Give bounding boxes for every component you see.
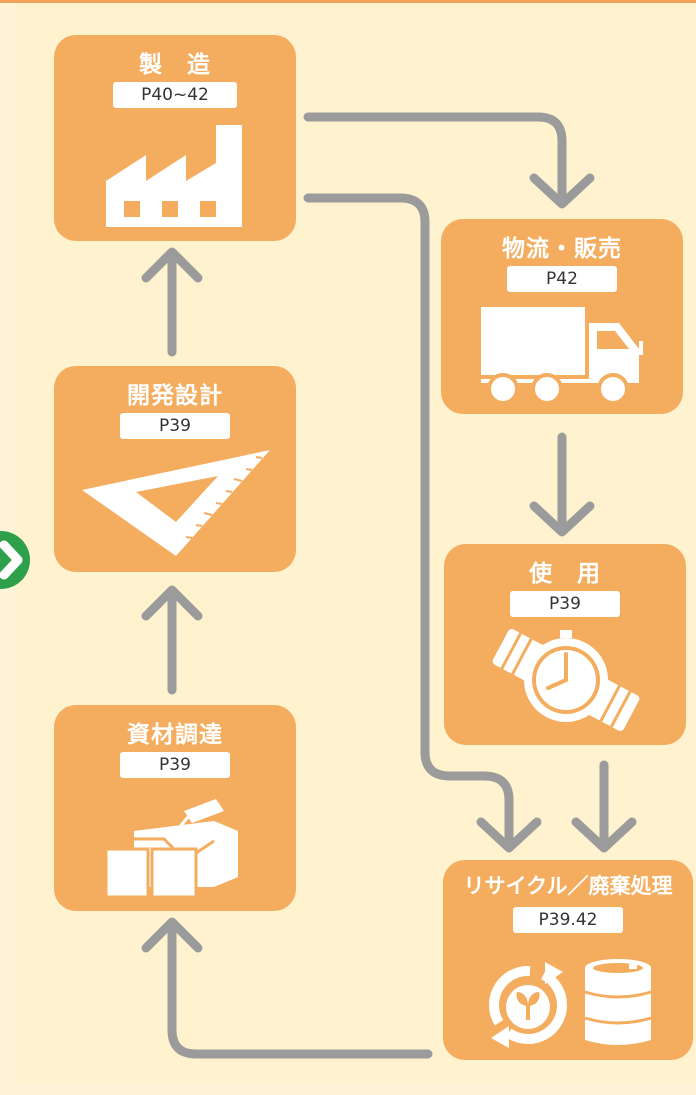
page-reference: P39 — [120, 413, 230, 439]
page-reference: P39.42 — [513, 907, 623, 933]
stage-title: 使 用 — [529, 561, 601, 587]
watch-icon — [492, 629, 640, 731]
connector-manufacturing-logistics — [303, 112, 567, 205]
recycle-icon — [489, 962, 567, 1048]
stage-title: リサイクル／廃棄処理 — [463, 874, 673, 898]
stage-title: 製 造 — [139, 52, 211, 78]
top-border — [0, 0, 696, 3]
stage-logistics: 物流・販売 P42 — [441, 219, 683, 414]
stage-usage: 使 用 P39 — [444, 544, 686, 745]
factory-icon — [106, 125, 242, 227]
stage-title: 開発設計 — [127, 383, 223, 409]
connector-manufacturing-recycling — [303, 193, 514, 850]
section-marker-badge — [0, 531, 30, 589]
stage-title: 物流・販売 — [502, 236, 622, 262]
page-reference: P40~42 — [113, 82, 237, 108]
chevron-right-icon — [0, 540, 23, 580]
truck-icon — [481, 307, 643, 405]
arrowhead-recycling-left — [476, 817, 542, 853]
stage-manufacturing: 製 造 P40~42 — [54, 35, 296, 241]
arrowhead-recycling-right — [571, 817, 637, 853]
barrel-icon — [584, 959, 652, 1045]
page-reference: P39 — [120, 752, 230, 778]
arrowhead-design — [141, 585, 203, 621]
stage-recycling: リサイクル／廃棄処理 P39.42 — [443, 860, 693, 1060]
boxes-icon — [104, 799, 238, 899]
stage-design: 開発設計 P39 — [54, 366, 296, 572]
connector-recycling-procurement — [167, 923, 433, 1059]
page-reference: P39 — [510, 591, 620, 617]
stage-procurement: 資材調達 P39 — [54, 705, 296, 911]
arrowhead-usage — [529, 501, 595, 537]
arrowhead-logistics — [529, 173, 595, 209]
arrowhead-manufacturing — [141, 247, 203, 283]
stage-title: 資材調達 — [127, 722, 223, 748]
set-square-icon — [82, 450, 270, 556]
arrowhead-procurement — [141, 917, 203, 953]
page-reference: P42 — [507, 266, 617, 292]
